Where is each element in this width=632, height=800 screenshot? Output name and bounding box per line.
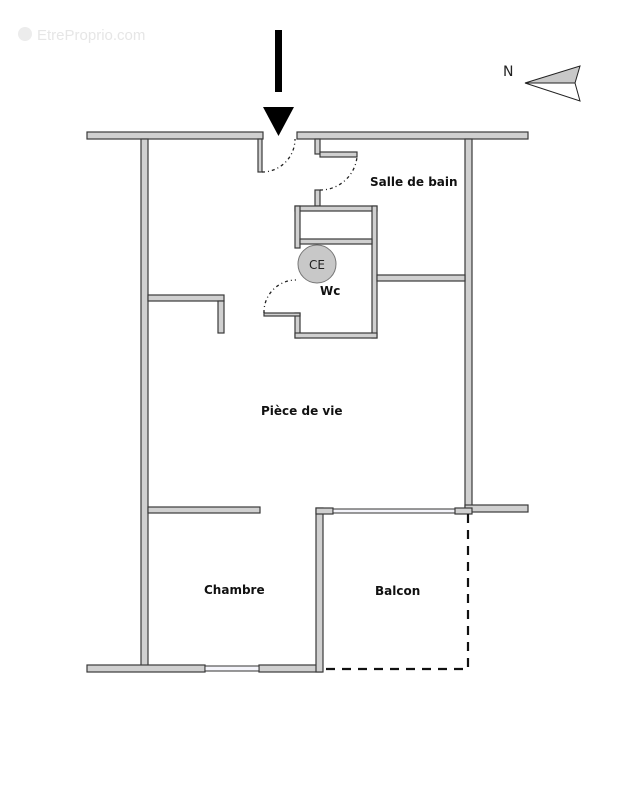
room-label-wc: Wc bbox=[320, 284, 340, 298]
north-arrow-icon bbox=[524, 65, 581, 102]
compass-label: N bbox=[503, 64, 513, 80]
room-label-salle-de-bain: Salle de bain bbox=[370, 175, 458, 189]
walls bbox=[86, 131, 529, 673]
watermark-text: EtreProprio.com bbox=[37, 27, 145, 44]
room-label-chambre: Chambre bbox=[204, 583, 265, 597]
door-swings bbox=[261, 138, 358, 314]
compass: N bbox=[503, 64, 581, 102]
room-label-piece-de-vie: Pièce de vie bbox=[261, 404, 342, 418]
entrance-arrow-icon bbox=[263, 30, 294, 136]
etreproprio-logo-icon bbox=[18, 27, 32, 41]
room-label-ce: CE bbox=[309, 258, 325, 272]
watermark: EtreProprio.com bbox=[18, 27, 145, 44]
balcony-outline bbox=[323, 514, 470, 671]
room-label-balcon: Balcon bbox=[375, 584, 420, 598]
ce-fixture: CE bbox=[297, 244, 337, 284]
